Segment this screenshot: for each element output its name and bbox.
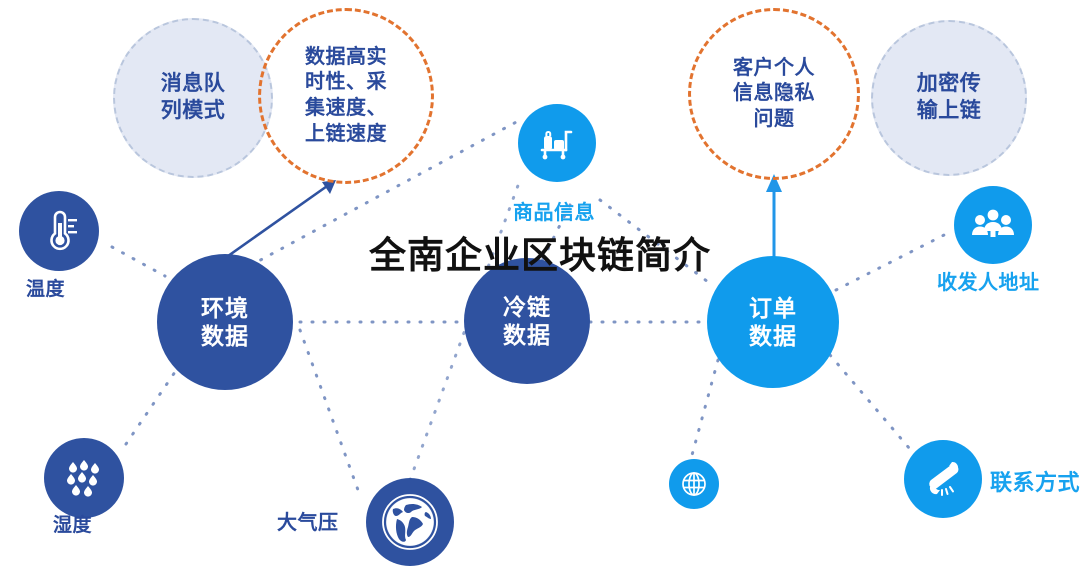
data-node-label: 订单 数据 [749,294,797,349]
concept-bubble-label: 消息队 列模式 [160,72,226,122]
data-node-environment-data[interactable]: 环境 数据 [157,254,293,390]
concept-bubble-data-realtime-speed[interactable]: 数据高实 时性、采 集速度、 上链速度 [258,8,434,184]
arrow-order-to-privacy [766,174,782,260]
icon-caption-air-pressure: 大气压 [277,512,339,534]
globe-earth-icon [382,494,438,550]
icon-caption-product-info: 商品信息 [513,202,595,224]
icon-node-recipient-address[interactable] [954,186,1032,264]
globe-grid-icon [682,472,706,496]
raindrops-icon [67,460,99,497]
concept-bubble-label: 数据高实 时性、采 集速度、 上链速度 [305,45,387,145]
icon-node-air-pressure[interactable] [366,478,454,566]
page-title: 全南企业区块链简介 [369,235,711,276]
icon-node-network-globe[interactable] [669,459,719,509]
icon-node-humidity[interactable] [44,438,124,518]
people-group-icon [972,209,1014,237]
data-node-label: 冷链 数据 [503,293,551,348]
icon-node-temperature[interactable] [19,191,99,271]
icon-node-contact-method[interactable] [904,440,982,518]
icon-caption-recipient-address: 收发人地址 [937,272,1040,294]
icon-caption-contact-method: 联系方式 [990,470,1080,495]
icon-node-product-info[interactable] [518,104,596,182]
data-node-cold-chain-data[interactable]: 冷链 数据 [464,258,590,384]
concept-bubble-encrypted-upload[interactable]: 加密传 输上链 [871,20,1027,176]
data-node-order-data[interactable]: 订单 数据 [707,256,839,388]
arrow-env-to-realtime [227,180,336,258]
icon-caption-humidity: 湿度 [53,515,93,536]
data-node-label: 环境 数据 [201,294,249,349]
concept-bubble-customer-privacy[interactable]: 客户个人 信息隐私 问题 [688,8,860,180]
concept-bubble-message-queue-mode[interactable]: 消息队 列模式 [113,18,273,178]
concept-bubble-label: 加密传 输上链 [916,72,982,122]
luggage-cart-icon [540,130,573,160]
concept-bubble-label: 客户个人 信息隐私 问题 [733,56,815,130]
thermometer-icon [50,210,77,251]
icon-caption-temperature: 温度 [26,279,66,300]
phone-handset-icon [929,461,959,496]
